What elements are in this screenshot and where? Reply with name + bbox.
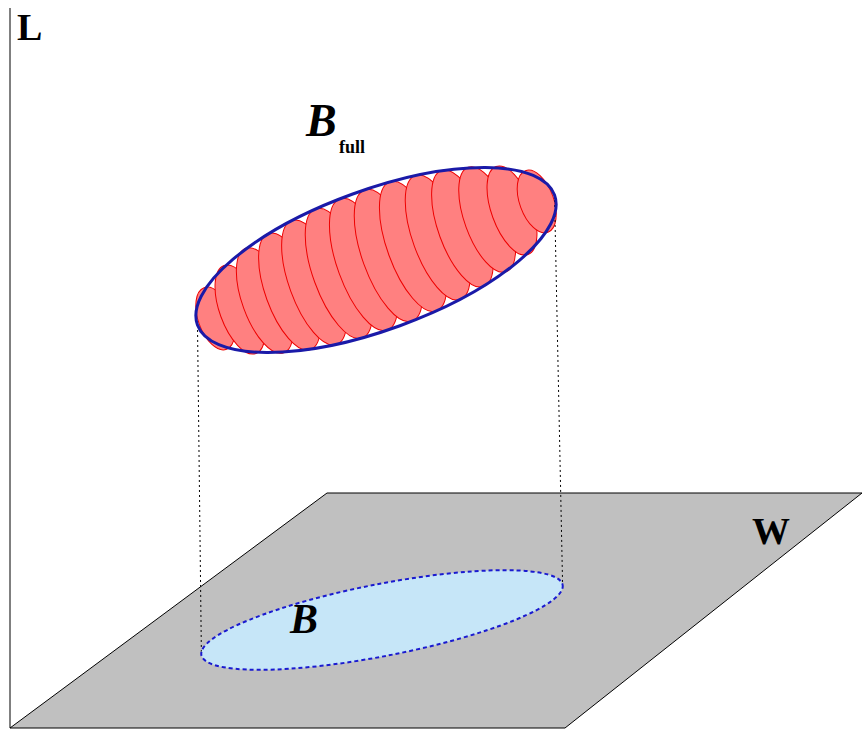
l-axis (10, 8, 11, 728)
region-label: B (290, 598, 318, 640)
region-label: B (306, 98, 337, 144)
full-region-ellipse: Bfull (186, 150, 566, 370)
ellipse (195, 550, 570, 691)
axis-label: L (17, 8, 42, 46)
axis-label: W (752, 512, 790, 550)
slice-stack (188, 160, 564, 361)
w-plane (10, 493, 862, 728)
ellipse (174, 129, 579, 391)
ellipse-outline (190, 570, 575, 675)
projection-ellipse: B (190, 570, 575, 675)
subscript-label: full (339, 138, 365, 156)
ellipse-outline (186, 150, 566, 370)
